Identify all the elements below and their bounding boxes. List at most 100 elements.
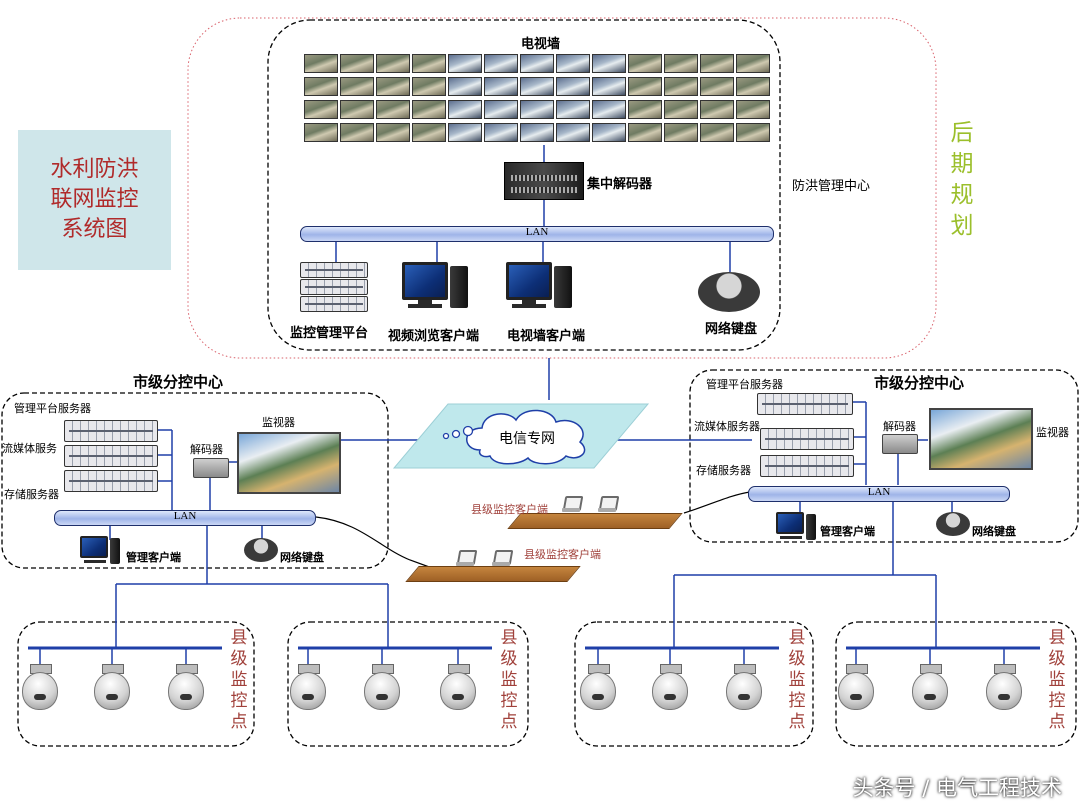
right-decoder-label: 解码器 — [883, 420, 916, 433]
dome-camera-icon — [290, 664, 326, 710]
later-char-3: 规 — [950, 182, 974, 208]
tv-wall-screen — [592, 100, 626, 119]
county-label-char: 县 — [500, 628, 518, 648]
county-client-pc — [456, 550, 476, 566]
tv-wall-screen — [700, 54, 734, 73]
county-label-char: 监 — [788, 670, 806, 690]
county-label-char: 点 — [500, 712, 518, 732]
right-media-server — [760, 428, 854, 450]
right-sub-title: 市级分控中心 — [874, 374, 965, 392]
tv-wall-screen — [592, 77, 626, 96]
tv-wall-screen — [484, 77, 518, 96]
tv-wall-screen — [448, 77, 482, 96]
right-storage-server-label: 存储服务器 — [696, 464, 751, 477]
left-lan-bus: LAN — [54, 510, 316, 526]
tv-wall-screen — [412, 77, 446, 96]
county-box-1 — [17, 621, 255, 747]
county-client-pc — [598, 496, 618, 512]
tv-wall-screen — [484, 54, 518, 73]
flood-center-name: 防洪管理中心 — [792, 179, 871, 194]
county-client-shelf-lower — [405, 566, 581, 582]
county-box-2 — [287, 621, 529, 747]
county-box-4 — [835, 621, 1077, 747]
right-storage-server — [760, 455, 854, 477]
tv-wall-screen — [556, 100, 590, 119]
tv-wall-screen — [304, 123, 338, 142]
dome-camera-icon — [22, 664, 58, 710]
right-monitor-label: 监视器 — [1036, 426, 1069, 439]
tv-wall-screen — [736, 54, 770, 73]
tv-wall-screen — [664, 100, 698, 119]
tv-wall-screen — [520, 77, 554, 96]
tv-wall-screen — [340, 77, 374, 96]
right-keyboard-icon — [936, 512, 970, 536]
tv-wall-screen — [628, 123, 662, 142]
tv-wall-screen — [304, 54, 338, 73]
county-point-label: 县级监控点 — [786, 628, 808, 733]
tv-wall-screen — [520, 123, 554, 142]
left-decoder — [193, 458, 229, 478]
tv-wall-screen — [448, 54, 482, 73]
county-label-char: 级 — [230, 649, 248, 669]
tv-wall-screen — [340, 100, 374, 119]
right-video-monitor — [929, 408, 1033, 470]
county-label-char: 点 — [1048, 712, 1066, 732]
keyboard-icon — [698, 272, 760, 312]
platform-label: 监控管理平台 — [290, 326, 369, 341]
dome-camera-icon — [986, 664, 1022, 710]
tv-wall-screen — [520, 100, 554, 119]
title-line-2: 联网监控 — [50, 187, 139, 212]
tv-wall-screen — [448, 123, 482, 142]
tv-wall-screen — [376, 77, 410, 96]
left-platform-server — [64, 420, 158, 442]
tv-wall-screen — [628, 54, 662, 73]
tv-wall-screen — [448, 100, 482, 119]
county-label-char: 控 — [1048, 691, 1066, 711]
county-label-char: 级 — [500, 649, 518, 669]
dome-camera-icon — [912, 664, 948, 710]
county-client-pc — [562, 496, 582, 512]
right-sub-boundary — [689, 369, 1079, 543]
left-keyboard-label: 网络键盘 — [280, 551, 324, 564]
later-char-1: 后 — [950, 120, 974, 146]
county-label-char: 控 — [500, 691, 518, 711]
dome-camera-icon — [652, 664, 688, 710]
tv-wall-screen — [736, 100, 770, 119]
tv-wall-screen — [592, 123, 626, 142]
tv-wall-screen — [484, 123, 518, 142]
dome-camera-icon — [168, 664, 204, 710]
central-decoder-device — [504, 162, 584, 200]
right-lan-label: LAN — [867, 486, 891, 498]
county-client-pc — [492, 550, 512, 566]
tv-wall-screen — [556, 77, 590, 96]
county-label-char: 级 — [788, 649, 806, 669]
county-label-char: 控 — [230, 691, 248, 711]
cloud-icon — [466, 409, 586, 465]
video-client-computer — [402, 262, 474, 314]
county-label-char: 县 — [788, 628, 806, 648]
left-client-label: 管理客户端 — [126, 551, 181, 564]
tv-wall-screen — [376, 123, 410, 142]
tv-wall-screen — [304, 77, 338, 96]
tv-wall-screen — [556, 123, 590, 142]
county-label-char: 点 — [788, 712, 806, 732]
dome-camera-icon — [580, 664, 616, 710]
dome-camera-icon — [94, 664, 130, 710]
center-lan-bus: LAN — [300, 226, 774, 242]
left-storage-server — [64, 470, 158, 492]
dome-camera-icon — [838, 664, 874, 710]
telecom-network-label: 电信专网 — [499, 431, 555, 447]
center-keyboard-label: 网络键盘 — [705, 322, 758, 337]
tv-wall-screen — [628, 77, 662, 96]
county-label-char: 监 — [500, 670, 518, 690]
tv-wall-screen — [592, 54, 626, 73]
tv-wall-screen — [376, 54, 410, 73]
diagram-title: 水利防洪 联网监控 系统图 — [18, 130, 171, 270]
tv-wall-screen — [520, 54, 554, 73]
central-decoder-label: 集中解码器 — [587, 177, 653, 192]
left-lan-label: LAN — [173, 510, 197, 522]
tv-wall-screen — [412, 100, 446, 119]
tvwall-client-computer — [506, 262, 578, 314]
county-label-char: 县 — [1048, 628, 1066, 648]
